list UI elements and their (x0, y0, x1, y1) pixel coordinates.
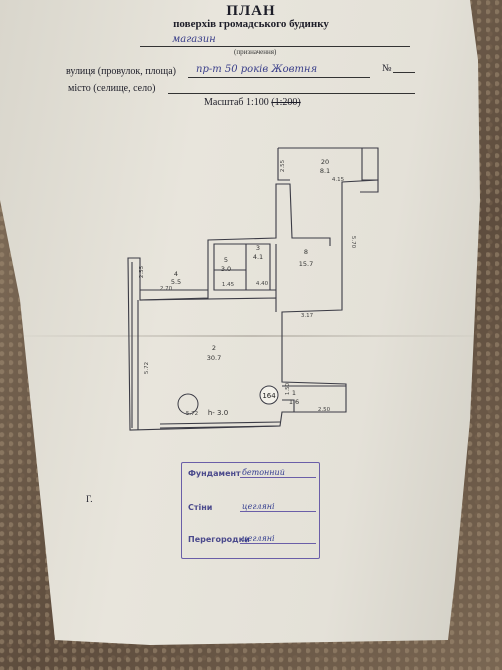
margin-mark: Г. (86, 494, 93, 504)
room-num-5: 5 (224, 256, 228, 264)
outer-wall-double (131, 262, 277, 430)
room-num-2: 2 (212, 344, 216, 352)
number-underline (393, 72, 415, 73)
purpose-caption: (призначення) (234, 48, 277, 56)
room-area-5: 3.0 (221, 265, 231, 273)
city-underline (168, 93, 415, 94)
dim-3: 5.70 (350, 236, 356, 249)
walls-value: цегляні (240, 502, 316, 512)
foundation-value: бетонний (240, 468, 316, 478)
bottom-double (159, 421, 281, 429)
dim-9: 5.72 (186, 411, 198, 417)
document-title: ПЛАН (226, 3, 276, 19)
room-area-8: 15.7 (299, 260, 313, 268)
dim-4: 2.70 (160, 286, 173, 292)
paper-fold (0, 335, 502, 337)
room-area-3: 4.1 (253, 253, 263, 261)
street-value: пр-т 50 років Жовтня (196, 64, 318, 75)
stamp-partition-row: Перегородки цегляні (188, 534, 316, 544)
scale-value: Масштаб 1:100 (204, 97, 269, 108)
room8-walls (246, 244, 277, 298)
stamp-walls-row: Стіни цегляні (188, 502, 316, 512)
document-subtitle: поверхів громадського будинку (173, 18, 329, 30)
stamp-foundation-row: Фундамент бетонний (188, 468, 316, 478)
dim-6: 1.45 (222, 282, 235, 288)
dim-10: 2.50 (318, 407, 331, 413)
room-num-4: 4 (174, 270, 178, 278)
partition-value: цегляні (240, 534, 316, 544)
corridor-wall (277, 148, 379, 193)
room-num-3: 3 (256, 244, 260, 252)
dim-12: 4.40 (256, 281, 269, 287)
room-area-20: 8.1 (320, 167, 330, 175)
dim-1: 2.55 (280, 159, 286, 172)
room-num-8: 8 (304, 248, 308, 256)
city-label: місто (селище, село) (68, 83, 156, 94)
scale-label: Масштаб 1:100 (1:200) (204, 97, 301, 108)
dim-7: 3.17 (301, 313, 314, 319)
dim-2: 4.15 (332, 177, 345, 183)
room1-walls (282, 385, 346, 412)
room-num-1: 1 (292, 389, 296, 397)
number-label: № (382, 63, 392, 74)
partition-label: Перегородки (188, 535, 250, 544)
walls-label: Стіни (188, 503, 213, 512)
street-label: вулиця (провулок, площа) (66, 66, 177, 77)
purpose-underline (140, 46, 410, 47)
purpose-value: магазин (172, 34, 216, 45)
dim-8: 5.72 (144, 362, 150, 374)
material-stamp: Фундамент бетонний Стіни цегляні Перегор… (181, 462, 320, 559)
room-num-20: 20 (321, 158, 329, 166)
dim-11: 1.50 (285, 382, 291, 395)
marker-label: 164 (262, 392, 276, 400)
foundation-label: Фундамент (188, 469, 241, 478)
scale-struck: (1:200) (271, 97, 301, 108)
position-marker (259, 385, 279, 405)
dim-5: 2.55 (139, 265, 145, 278)
plan-outline (127, 147, 379, 431)
street-underline (188, 77, 370, 78)
height-label: h- 3.0 (208, 409, 228, 417)
room-area-1: 1.6 (289, 398, 299, 406)
room-area-2: 30.7 (207, 354, 221, 362)
room-area-4: 5.5 (171, 278, 181, 286)
